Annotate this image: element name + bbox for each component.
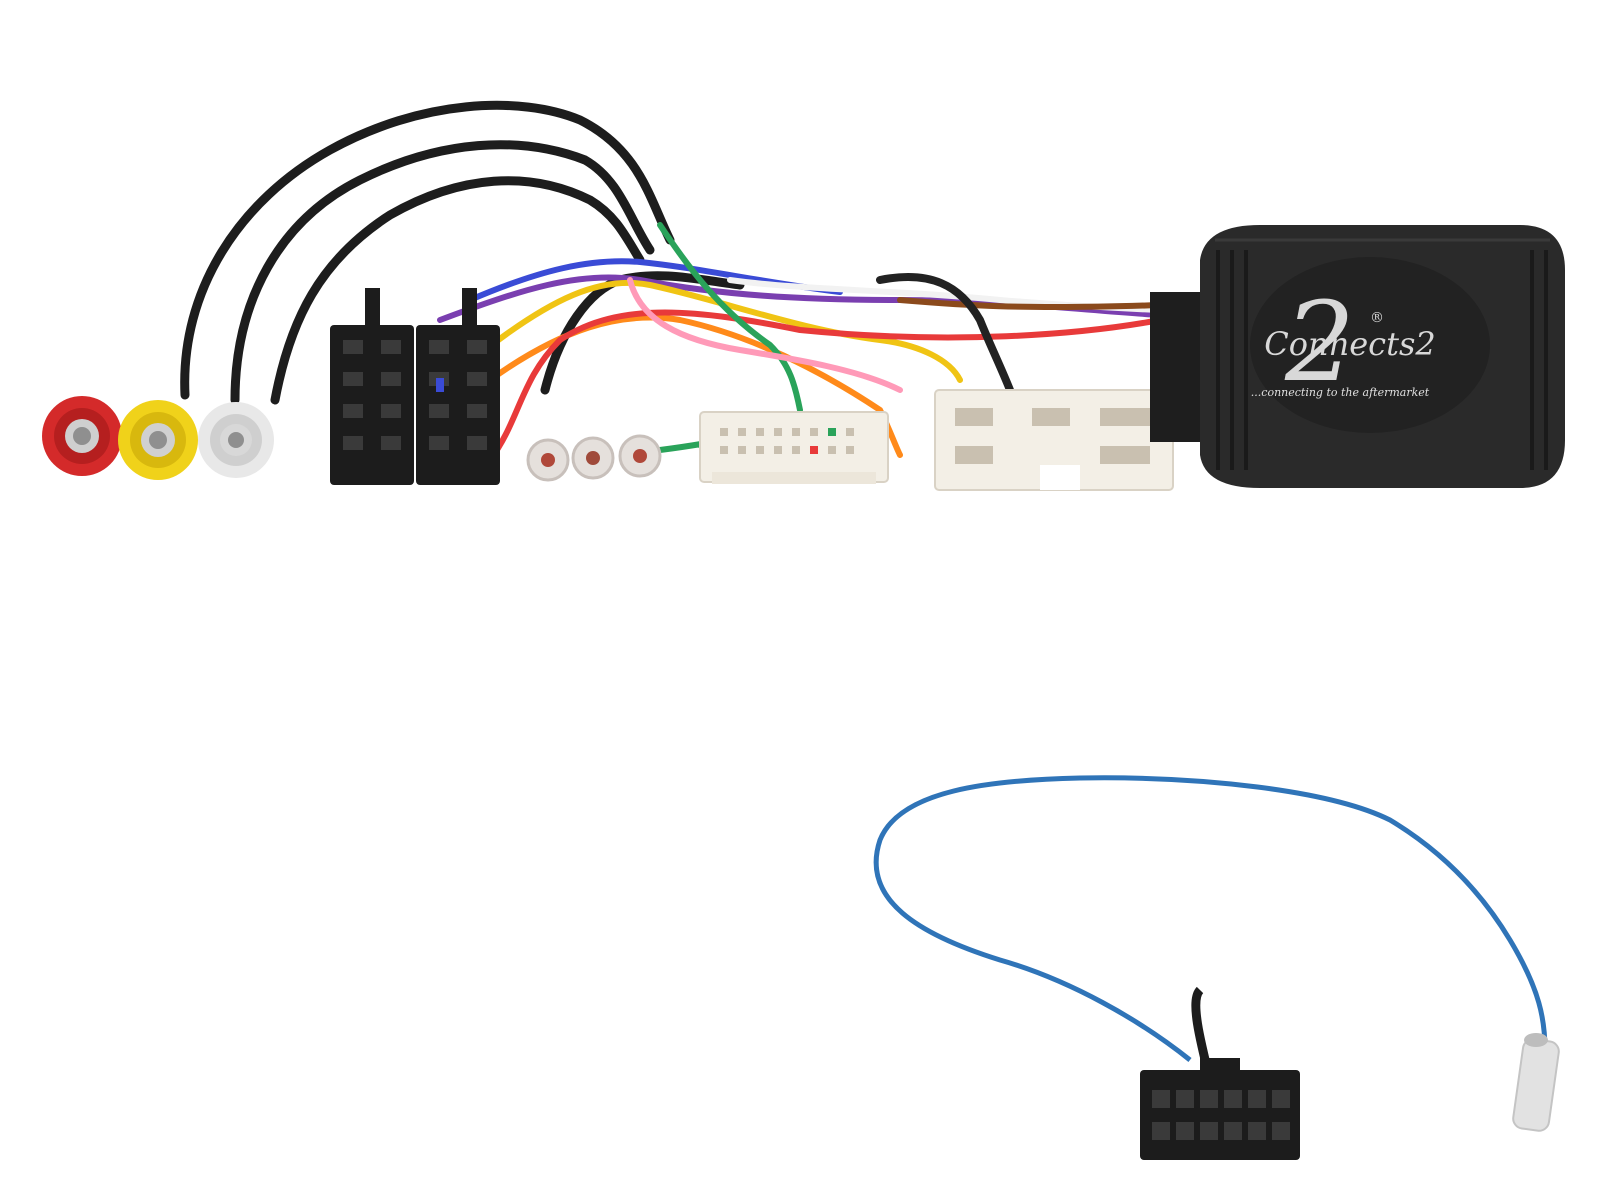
rca-connector-white (198, 402, 274, 478)
brand-tagline: ...connecting to the aftermarket (1251, 386, 1430, 399)
blue-patch-lead (873, 775, 1560, 1160)
small-plugs (526, 434, 662, 482)
round-plug-end (1512, 1033, 1560, 1132)
interface-module: 2 Connects2 ® ...connecting to the after… (1150, 225, 1565, 488)
multi-pin-connector (1140, 1058, 1300, 1160)
registered-mark: ® (1370, 310, 1384, 326)
wire-yellow (482, 279, 963, 383)
iso-connector-left (330, 288, 414, 485)
iso-connector-right (416, 288, 500, 485)
rca-connector-red (42, 396, 122, 476)
wire-pink (627, 277, 903, 393)
white-connector-right (934, 389, 1174, 491)
brand-logo-text: Connects2 (1264, 325, 1435, 363)
wire-brown (897, 297, 1163, 311)
wire-black (876, 273, 1014, 394)
wire-green (657, 222, 803, 413)
white-connector-left (699, 411, 889, 484)
logo-numeral: 2 (1284, 278, 1355, 406)
wire-red (487, 309, 1163, 463)
rca-connector-yellow (118, 400, 198, 480)
